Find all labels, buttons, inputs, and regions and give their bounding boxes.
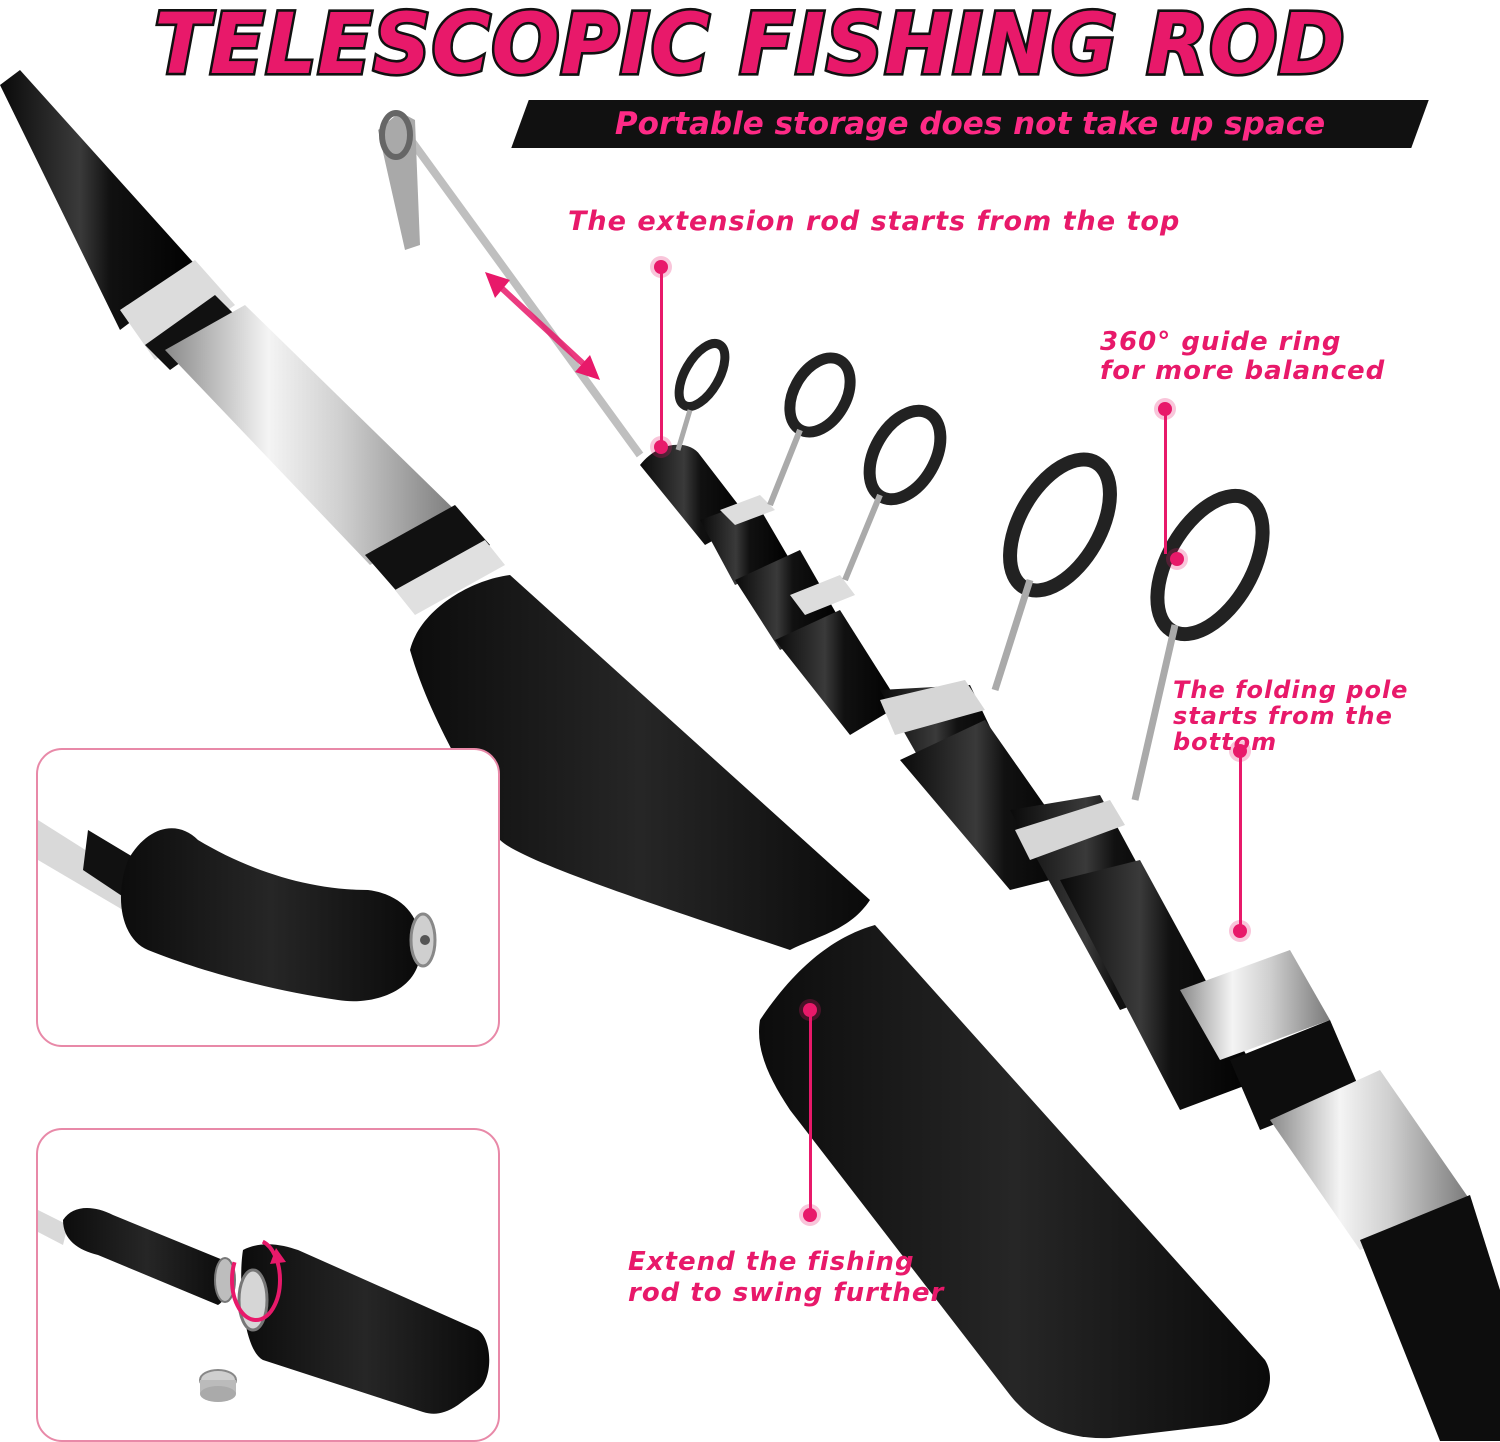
callout-folding: The folding pole starts from the bottom [1173, 676, 1409, 756]
inset-handle-disassembled [36, 1128, 500, 1442]
main-rod-handle [0, 70, 1270, 1439]
rotation-arrow-icon [230, 1238, 286, 1322]
callout-guide-ring-dot [1158, 402, 1172, 416]
page-title: TELESCOPIC FISHING ROD [152, 0, 1347, 94]
callout-guide-ring-end-dot [1170, 552, 1184, 566]
handle-closeup-image [38, 820, 437, 1002]
callout-extend-dot [803, 1003, 817, 1017]
callout-folding-dot [1233, 744, 1247, 758]
callout-extend: Extend the fishing rod to swing further [628, 1247, 945, 1308]
callout-extension-line [660, 272, 663, 442]
handle-disassembled-image [38, 1208, 490, 1414]
callout-guide-ring: 360° guide ring for more balanced [1100, 327, 1386, 386]
callout-extend-line [809, 1015, 812, 1210]
callout-guide-ring-line [1164, 414, 1167, 554]
callout-extension-end-dot [654, 440, 668, 454]
callout-folding-line [1239, 756, 1242, 926]
subtitle: Portable storage does not take up space [614, 106, 1326, 142]
callout-extension-dot [654, 260, 668, 274]
callout-extension: The extension rod starts from the top [568, 206, 1181, 237]
callout-folding-end-dot [1233, 924, 1247, 938]
inset-handle-closeup [36, 748, 500, 1047]
telescopic-rod-sections [378, 110, 1500, 1441]
double-arrow-icon [485, 272, 600, 380]
callout-extend-end-dot [803, 1208, 817, 1222]
